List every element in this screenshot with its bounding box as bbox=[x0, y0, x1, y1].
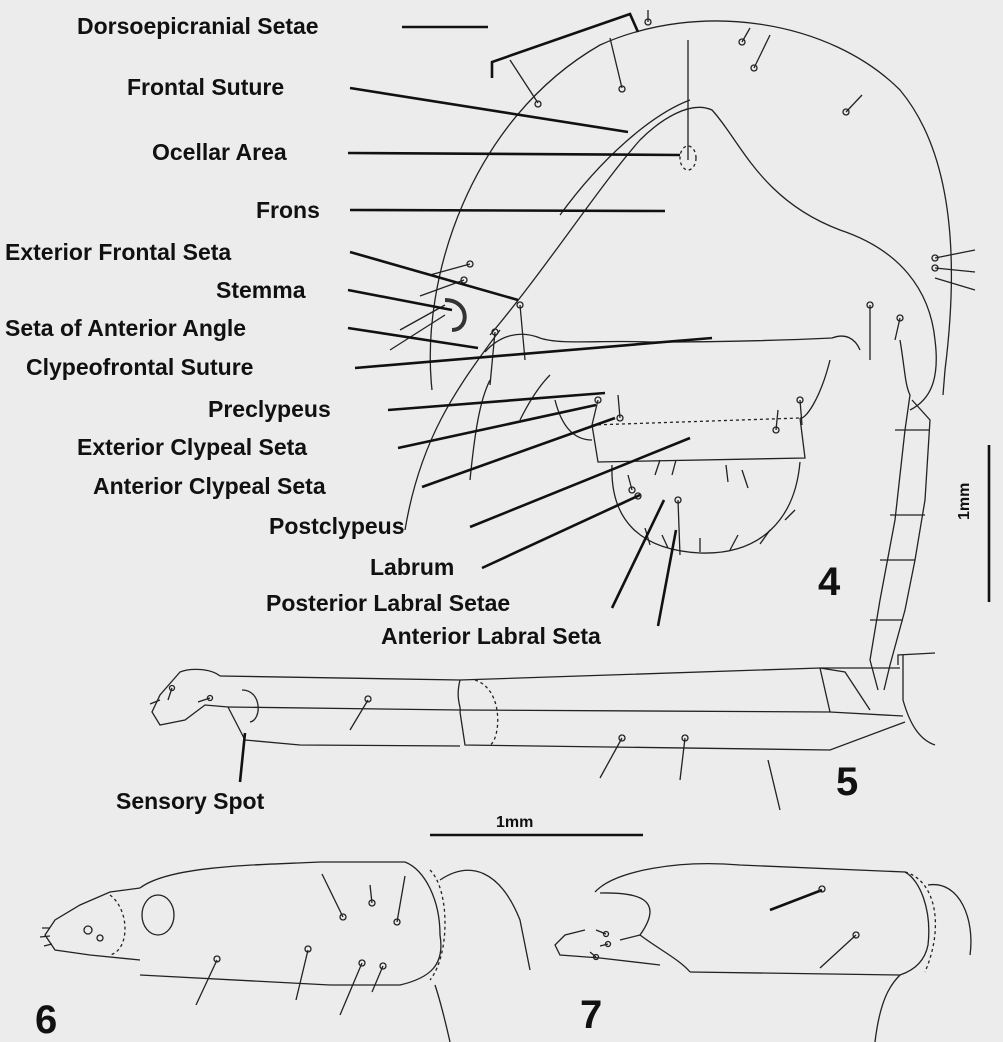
label-frons: Frons bbox=[256, 199, 320, 222]
head-setae bbox=[390, 10, 975, 555]
figure-number-7: 7 bbox=[580, 995, 602, 1035]
figure5-drawing bbox=[150, 653, 935, 835]
label-anterior-labral-seta: Anterior Labral Seta bbox=[381, 625, 601, 648]
label-exterior-clypeal-seta: Exterior Clypeal Seta bbox=[77, 436, 307, 459]
figure-number-4: 4 bbox=[818, 562, 840, 602]
label-postclypeus: Postclypeus bbox=[269, 515, 405, 538]
label-exterior-frontal-seta: Exterior Frontal Seta bbox=[5, 241, 231, 264]
label-preclypeus: Preclypeus bbox=[208, 398, 331, 421]
figure-number-5: 5 bbox=[836, 762, 858, 802]
label-sensory-spot: Sensory Spot bbox=[116, 790, 264, 813]
label-ocellar-area: Ocellar Area bbox=[152, 141, 287, 164]
label-anterior-clypeal-seta: Anterior Clypeal Seta bbox=[93, 475, 326, 498]
label-posterior-labral-setae: Posterior Labral Setae bbox=[266, 592, 510, 615]
scale-label-fig4: 1mm bbox=[957, 483, 973, 520]
label-clypeofrontal-suture: Clypeofrontal Suture bbox=[26, 356, 253, 379]
label-labrum: Labrum bbox=[370, 556, 454, 579]
label-frontal-suture: Frontal Suture bbox=[127, 76, 284, 99]
label-stemma: Stemma bbox=[216, 279, 305, 302]
label-dorsoepicranial-setae: Dorsoepicranial Setae bbox=[77, 15, 319, 38]
figure7-drawing bbox=[555, 864, 971, 1042]
scale-label-fig5: 1mm bbox=[496, 815, 533, 831]
figure-number-6: 6 bbox=[35, 1000, 57, 1040]
label-seta-anterior-angle: Seta of Anterior Angle bbox=[5, 317, 246, 340]
figure6-drawing bbox=[40, 862, 530, 1042]
